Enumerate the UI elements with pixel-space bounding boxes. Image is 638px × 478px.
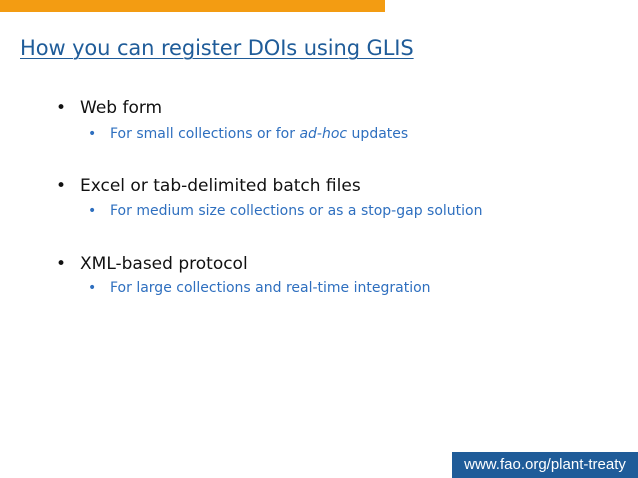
bullet-label: Excel or tab-delimited batch files [80,176,361,196]
bullet-dot-icon: • [56,254,67,274]
sub-bullet-dot-icon: • [88,280,97,296]
sub-bullet-dot-icon: • [88,203,97,219]
bullet-label: XML-based protocol [80,254,248,274]
sub-bullet-batch-files: • For medium size collections or as a sto… [88,201,482,221]
sub-bullet-text-after: updates [347,126,409,142]
bullet-xml-protocol: • XML-based protocol [56,253,248,275]
bullet-dot-icon: • [56,98,67,118]
bullet-web-form: • Web form [56,97,162,119]
sub-bullet-xml-protocol: • For large collections and real-time int… [88,278,431,298]
sub-bullet-text: For medium size collections or as a stop… [110,203,483,219]
sub-bullet-text: For large collections and real-time inte… [110,280,431,296]
footer-url-link[interactable]: www.fao.org/plant-treaty [452,452,638,478]
sub-bullet-dot-icon: • [88,126,97,142]
sub-bullet-text-before: For small collections or for [110,126,300,142]
top-accent-bar [0,0,385,12]
bullet-dot-icon: • [56,176,67,196]
sub-bullet-web-form: • For small collections or for ad-hoc upd… [88,124,408,144]
bullet-batch-files: • Excel or tab-delimited batch files [56,175,361,197]
bullet-label: Web form [80,98,163,118]
slide-title: How you can register DOIs using GLIS [20,36,414,60]
sub-bullet-emphasis: ad-hoc [299,126,348,142]
